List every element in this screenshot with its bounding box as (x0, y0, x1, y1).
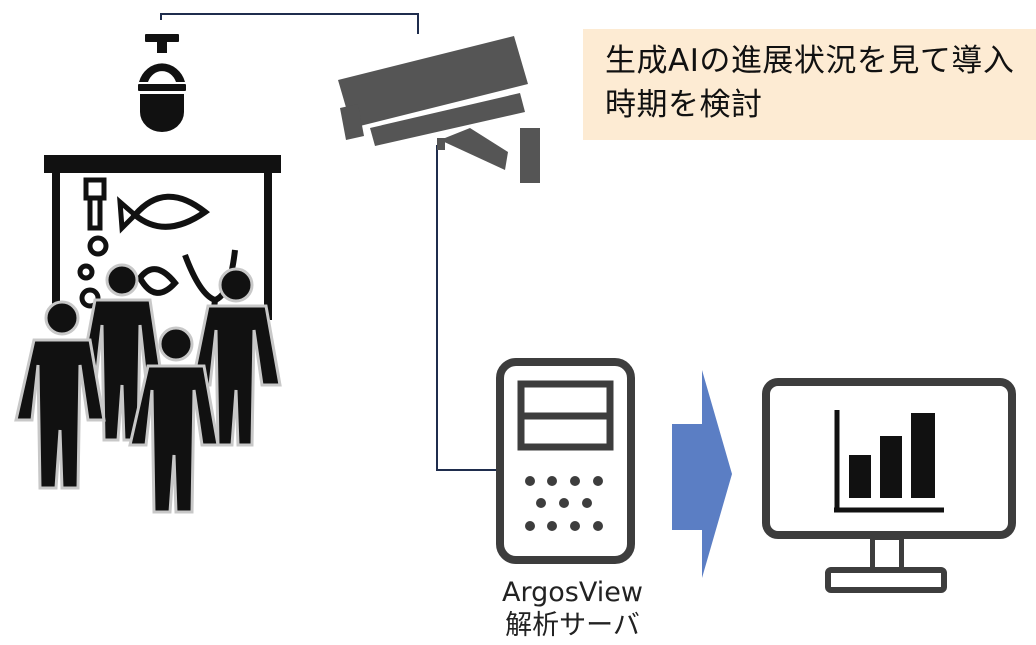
aquarium-icon (44, 155, 281, 332)
server-device-icon (496, 358, 635, 564)
person-1 (78, 263, 164, 442)
server-role: 解析サーバ (505, 610, 640, 641)
ceiling-camera-icon (138, 34, 186, 132)
person-4 (128, 326, 220, 514)
note-text: 生成AIの進展状況を見て導入時期を検討 (605, 43, 1015, 123)
person-2 (190, 267, 282, 447)
note-box: 生成AIの進展状況を見て導入時期を検討 (583, 29, 1036, 140)
people-icon (14, 263, 282, 514)
arrow-right-icon (672, 370, 732, 578)
connection-line-to-server (436, 145, 498, 471)
person-3 (14, 300, 106, 490)
security-camera-icon (338, 36, 540, 183)
connection-line-top (160, 13, 419, 34)
monitor-chart-icon (762, 378, 1016, 593)
server-name: ArgosView (502, 577, 643, 608)
server-label: ArgosView 解析サーバ (455, 576, 690, 642)
